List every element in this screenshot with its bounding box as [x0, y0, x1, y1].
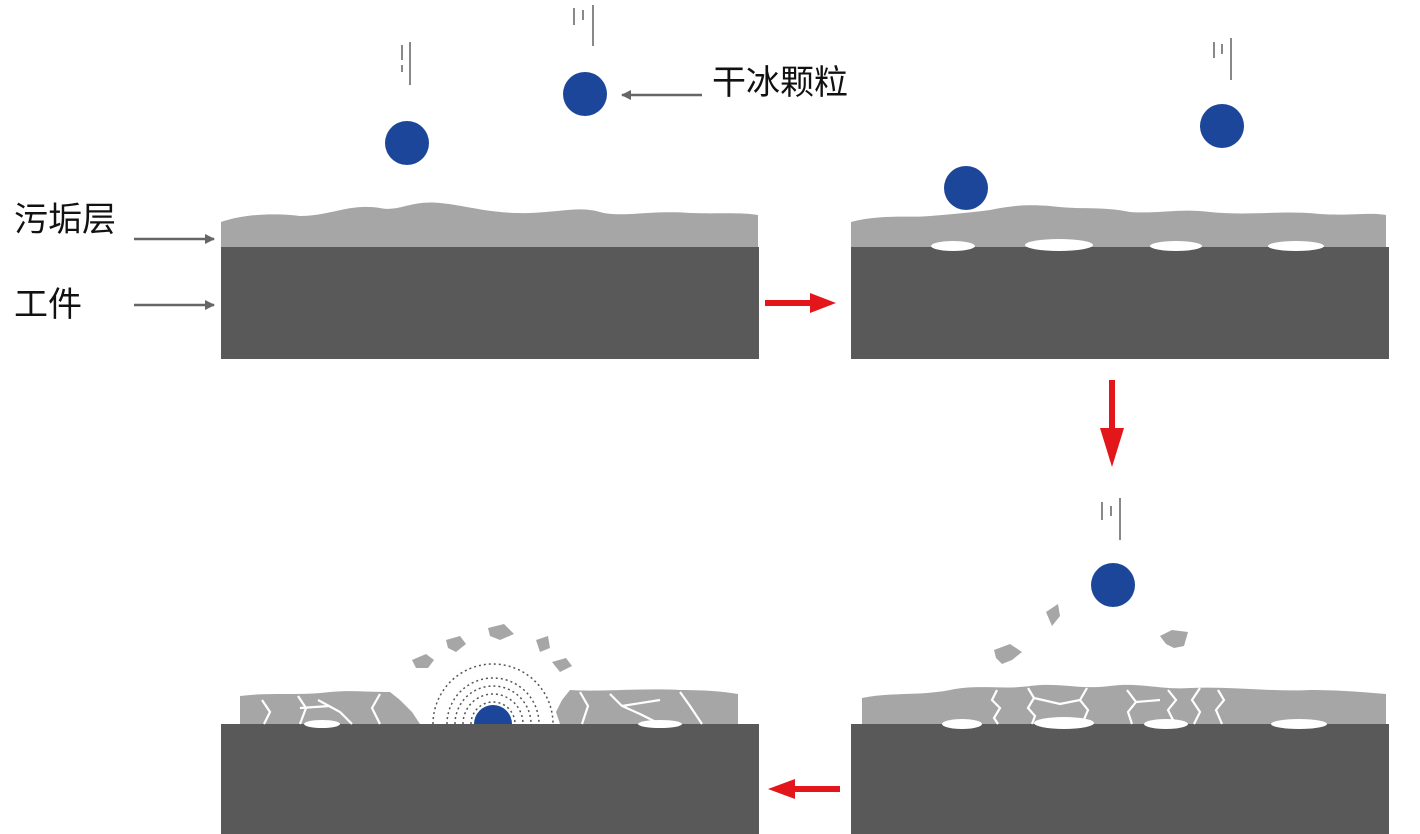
dirt-fragments: [994, 604, 1188, 664]
motion-lines: [1101, 498, 1121, 540]
workpiece-block: [221, 247, 759, 359]
dirt-layer: [556, 689, 738, 724]
gaps: [304, 720, 682, 728]
gaps: [931, 239, 1324, 251]
stage-3-panel: [851, 498, 1389, 834]
flow-arrow-down: [1100, 380, 1124, 467]
cracks: [261, 691, 703, 725]
label-workpiece: 工件: [14, 285, 82, 325]
workpiece-block: [851, 247, 1389, 359]
dirt-layer: [862, 684, 1386, 724]
workpiece-block: [221, 724, 759, 834]
flow-arrows: [765, 293, 1124, 799]
workpiece-block: [851, 724, 1389, 834]
flow-arrow-left: [768, 779, 840, 799]
motion-lines: [1213, 38, 1232, 80]
dry-ice-particle: [563, 72, 607, 116]
stage-4-panel: [221, 624, 759, 834]
cracks: [990, 687, 1226, 725]
dry-ice-particle: [944, 166, 988, 210]
label-dry-ice-particle: 干冰颗粒: [712, 63, 848, 103]
sublimation-rings: [432, 663, 554, 725]
flow-arrow-right: [765, 293, 836, 313]
dirt-layer: [851, 205, 1386, 247]
dirt-layer: [221, 202, 758, 247]
stage-2-panel: [851, 38, 1389, 359]
dirt-fragments: [412, 624, 572, 672]
label-dirt-layer: 污垢层: [14, 200, 116, 240]
pointer-arrows: [134, 90, 702, 310]
dry-ice-particle: [474, 705, 512, 724]
dry-ice-particle: [385, 121, 429, 165]
motion-lines: [401, 5, 594, 85]
stage-1-panel: [221, 5, 759, 359]
dry-ice-particle: [1091, 563, 1135, 607]
gaps: [942, 717, 1327, 729]
dry-ice-particle: [1200, 104, 1244, 148]
